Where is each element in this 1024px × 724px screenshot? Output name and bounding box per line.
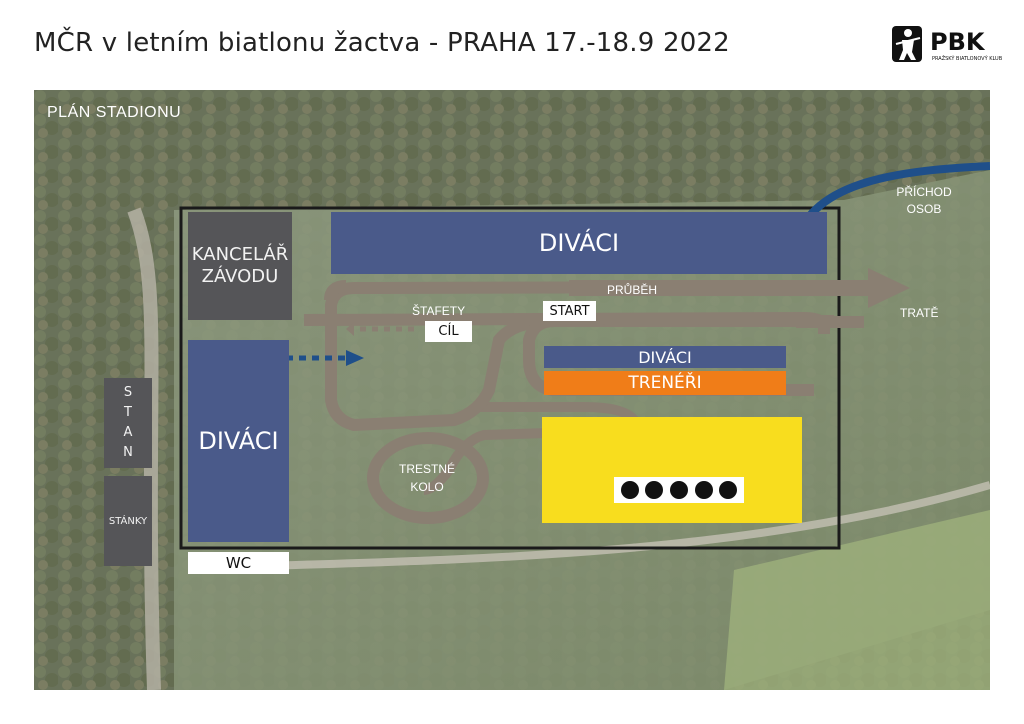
tent-letter: T (124, 405, 132, 420)
coaches-zone: TRENÉŘI (544, 371, 786, 395)
race-office-zone: KANCELÁŘ ZÁVODU (188, 212, 292, 320)
spectators-mid-zone: DIVÁCI (544, 346, 786, 368)
track-arrow-icon (569, 268, 910, 308)
map-heading: PLÁN STADIONU (47, 104, 182, 121)
tent-zone: S T A N (104, 378, 152, 468)
stalls-zone: STÁNKY (104, 476, 152, 566)
target-icon (669, 481, 688, 499)
target-icon (620, 481, 639, 499)
spectators-left-zone: DIVÁCI (188, 340, 289, 542)
dotted-arrow-icon (346, 350, 364, 366)
spectators-top-zone: DIVÁCI (331, 212, 827, 274)
wc-zone: WC (188, 552, 289, 574)
shooting-range (542, 417, 802, 523)
penalty-loop-shape (367, 432, 489, 524)
entrance-label: PŘÍCHOD OSOB (896, 185, 952, 216)
tent-letter: A (123, 425, 133, 440)
track-label: TRATĚ (900, 306, 939, 320)
relays-label: ŠTAFETY (412, 304, 466, 318)
map-background (34, 90, 990, 690)
stadium-boundary (179, 206, 841, 550)
target-icon (645, 481, 664, 499)
start-label: START (543, 301, 596, 321)
tent-letter: S (123, 385, 133, 400)
target-strip (614, 477, 744, 503)
biathlete-icon (892, 26, 922, 62)
finish-label: CÍL (425, 321, 472, 342)
target-icon (719, 481, 738, 499)
passage-label: PRŮBĚH (607, 283, 658, 297)
penalty-loop-label: TRESTNÉ KOLO (398, 462, 455, 494)
target-icon (694, 481, 713, 499)
stadium-map: PLÁN STADIONU DIVÁCI KANCELÁŘ ZÁVODU DIV… (34, 90, 990, 690)
logo-tagline: PRAŽSKÝ BIATLONOVÝ KLUB (932, 56, 1003, 62)
tent-letter: N (123, 445, 133, 460)
pbk-logo: PBK PRAŽSKÝ BIATLONOVÝ KLUB (890, 24, 1002, 66)
logo-text: PBK (930, 28, 985, 56)
page-title: MČR v letním biatlonu žactva - PRAHA 17.… (34, 28, 730, 58)
